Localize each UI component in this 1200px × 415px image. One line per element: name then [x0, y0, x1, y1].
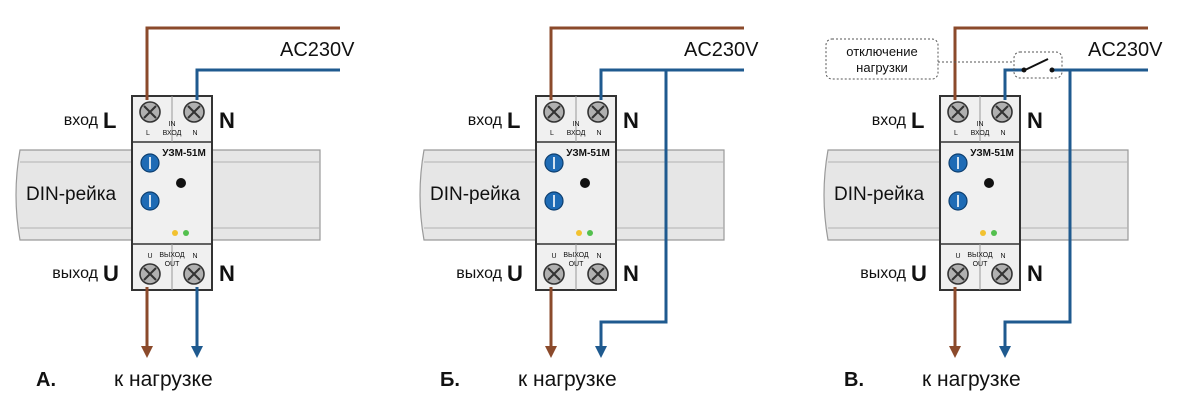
terminal-N-out-label: N — [219, 261, 235, 286]
mark-in: IN — [169, 121, 176, 128]
mark-N-in: N — [1000, 130, 1005, 137]
output-label: выход — [52, 265, 98, 282]
load-label: к нагрузке — [518, 368, 617, 391]
mark-in: IN — [573, 121, 580, 128]
led-yellow — [172, 230, 178, 236]
terminal-U-label: U — [507, 261, 523, 286]
neutral-wire-in — [599, 68, 744, 100]
mark-L: L — [146, 130, 150, 137]
neutral-wire-in — [195, 68, 340, 100]
phase-wire-in — [953, 26, 1148, 100]
load-label: к нагрузке — [114, 368, 213, 391]
device-model-label: УЗМ-51М — [970, 148, 1014, 159]
output-label: выход — [860, 265, 906, 282]
mark-out-ru: ВЫХОД — [967, 252, 993, 259]
indicator-hole — [580, 178, 590, 188]
terminal-screw-L-slot-b — [547, 105, 561, 119]
mark-out: OUT — [165, 261, 181, 268]
terminal-screw-L-slot-b — [951, 105, 965, 119]
mark-N-out: N — [192, 253, 197, 260]
switch-contact-b — [1049, 67, 1055, 73]
neutral-wire-bypass — [999, 70, 1072, 358]
input-label: вход — [468, 112, 503, 129]
output-label: выход — [456, 265, 502, 282]
switch-contact-a — [1021, 67, 1027, 73]
mark-out: OUT — [569, 261, 585, 268]
din-rail-label: DIN-рейка — [834, 184, 925, 205]
callout-box — [825, 38, 939, 80]
terminal-screw-U-slot-b — [547, 267, 561, 281]
mark-U: U — [147, 253, 152, 260]
terminal-N-out-label: N — [1027, 261, 1043, 286]
device-model-label: УЗМ-51М — [162, 148, 206, 159]
switch-blade — [1024, 58, 1049, 71]
ac-supply-label: AC230V — [684, 39, 759, 61]
neutral-wire-bypass — [595, 70, 668, 358]
led-yellow — [980, 230, 986, 236]
phase-wire-in — [145, 26, 340, 100]
din-rail-label: DIN-рейка — [26, 184, 117, 205]
terminal-screw-U-slot-b — [143, 267, 157, 281]
terminal-U-label: U — [103, 261, 119, 286]
mark-U: U — [551, 253, 556, 260]
mark-N-in: N — [596, 130, 601, 137]
mark-N-in: N — [192, 130, 197, 137]
panel-letter: В. — [844, 369, 864, 391]
terminal-screw-U-slot-b — [951, 267, 965, 281]
indicator-hole — [176, 178, 186, 188]
mark-in: IN — [977, 121, 984, 128]
terminal-N-in-label: N — [1027, 108, 1043, 133]
led-green — [183, 230, 189, 236]
indicator-hole — [984, 178, 994, 188]
terminal-screw-N-in-slot-b — [591, 105, 605, 119]
din-rail-label: DIN-рейка — [430, 184, 521, 205]
terminal-N-in-label: N — [623, 108, 639, 133]
terminal-screw-N-in-slot-b — [187, 105, 201, 119]
terminal-N-out-label: N — [623, 261, 639, 286]
panel-letter: А. — [36, 369, 56, 391]
mark-in-ru: ВХОД — [971, 130, 990, 137]
terminal-screw-N-out-slot-b — [591, 267, 605, 281]
mark-N-out: N — [596, 253, 601, 260]
mark-in-ru: ВХОД — [163, 130, 182, 137]
terminal-L-label: L — [103, 108, 116, 133]
ac-supply-label: AC230V — [1088, 39, 1163, 61]
mark-N-out: N — [1000, 253, 1005, 260]
terminal-U-label: U — [911, 261, 927, 286]
terminal-screw-N-in-slot-b — [995, 105, 1009, 119]
led-green — [587, 230, 593, 236]
phase-wire-in — [549, 26, 744, 100]
terminal-screw-L-slot-b — [143, 105, 157, 119]
mark-out-ru: ВЫХОД — [563, 252, 589, 259]
terminal-N-in-label: N — [219, 108, 235, 133]
mark-out: OUT — [973, 261, 989, 268]
callout-line-2: нагрузки — [856, 60, 908, 75]
terminal-screw-N-out-slot-b — [187, 267, 201, 281]
callout-line-1: отключение — [846, 44, 917, 59]
mark-L: L — [954, 130, 958, 137]
mark-U: U — [955, 253, 960, 260]
input-label: вход — [872, 112, 907, 129]
mark-in-ru: ВХОД — [567, 130, 586, 137]
led-yellow — [576, 230, 582, 236]
neutral-wire-to-switch — [1003, 68, 1022, 100]
panel-letter: Б. — [440, 369, 460, 391]
led-green — [991, 230, 997, 236]
input-label: вход — [64, 112, 99, 129]
terminal-L-label: L — [507, 108, 520, 133]
terminal-screw-N-out-slot-b — [995, 267, 1009, 281]
mark-L: L — [550, 130, 554, 137]
device-model-label: УЗМ-51М — [566, 148, 610, 159]
mark-out-ru: ВЫХОД — [159, 252, 185, 259]
terminal-L-label: L — [911, 108, 924, 133]
load-label: к нагрузке — [922, 368, 1021, 391]
ac-supply-label: AC230V — [280, 39, 355, 61]
switch-outline — [1013, 51, 1063, 79]
